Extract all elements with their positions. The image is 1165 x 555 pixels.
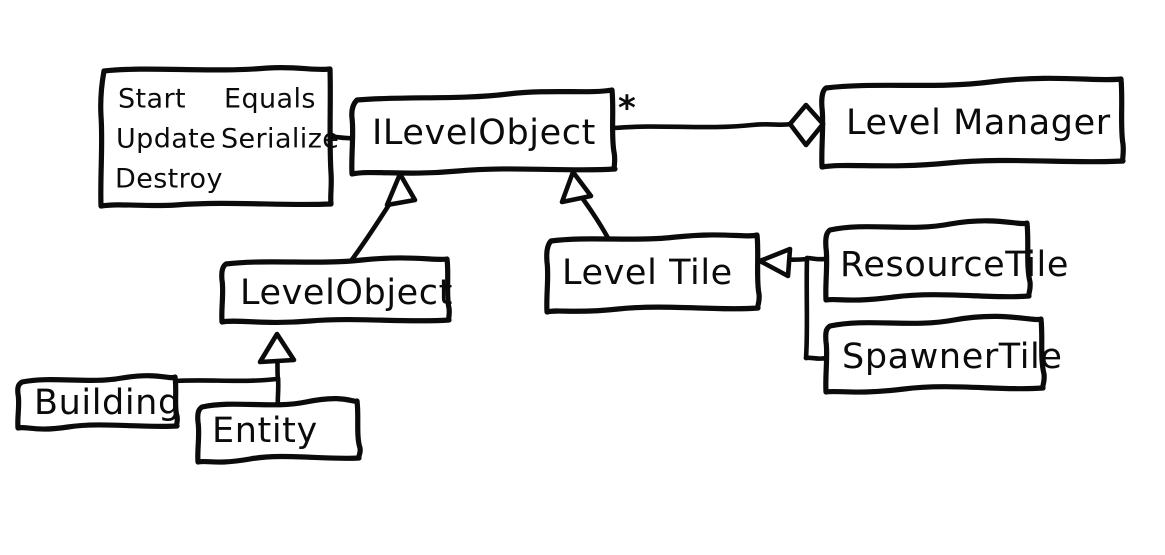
connector-ilevelobject-to-levelmanager [611, 121, 793, 131]
ilevelobject-label: ILevelObject [372, 113, 596, 153]
building-box-outline [15, 373, 180, 432]
levelobject-box-outline [219, 255, 452, 326]
entity-box-outline [195, 396, 363, 465]
connector-levelobject-to-ilevelobject [345, 197, 395, 268]
levelmanager-box-fill [822, 78, 1123, 166]
levelmanager-label: Level Manager [846, 103, 1111, 143]
class-box-ilevelobject[interactable]: ILevelObject * [349, 87, 636, 177]
leveltile-box-outline [544, 232, 762, 315]
connector-spawnertile-to-riser [803, 355, 829, 362]
levelmanager-box-outline [819, 75, 1126, 170]
spawnertile-box-fill [826, 318, 1043, 392]
entity-label: Entity [212, 411, 318, 451]
building-box-fill [18, 376, 176, 428]
note-box-ilevelobject-members: Start Equals Update Serialize Destroy [98, 64, 339, 209]
note-line-2-right: Serialize [221, 124, 339, 155]
levelobject-label: LevelObject [240, 273, 453, 313]
resourcetile-box-fill [826, 222, 1030, 300]
building-label: Building [34, 383, 181, 423]
inheritance-triangle-levelobject-icon [257, 331, 297, 365]
entity-box-fill [198, 400, 359, 462]
levelobject-box-fill [222, 258, 449, 322]
resourcetile-label: ResourceTile [840, 245, 1069, 285]
class-box-resourcetile[interactable]: ResourceTile [823, 218, 1069, 303]
markers-layer [257, 102, 826, 365]
ilevelobject-box-fill [352, 90, 615, 174]
inheritance-triangle-leveltile-icon [757, 246, 793, 279]
note-line-1-right: Equals [224, 84, 316, 115]
class-box-leveltile[interactable]: Level Tile [544, 232, 762, 315]
note-box-outline [98, 64, 334, 209]
aggregation-diamond-icon [787, 102, 826, 148]
connector-building-to-riser [173, 376, 280, 384]
connector-tiles-join-riser [803, 255, 810, 361]
ilevelobject-box-outline [349, 87, 618, 177]
note-line-1-left: Start [118, 84, 186, 115]
class-box-levelobject[interactable]: LevelObject [219, 255, 453, 326]
resourcetile-box-outline [823, 218, 1033, 303]
class-box-spawnertile[interactable]: SpawnerTile [823, 313, 1063, 395]
spawnertile-box-outline [823, 313, 1047, 395]
realization-triangle-levelobject-icon [384, 171, 418, 208]
spawnertile-label: SpawnerTile [842, 337, 1063, 377]
class-box-building[interactable]: Building [15, 373, 181, 432]
class-box-entity[interactable]: Entity [195, 396, 363, 465]
multiplicity-star: * [618, 89, 636, 129]
note-line-2-left: Update [116, 124, 216, 155]
note-box-fill [100, 68, 331, 206]
class-box-levelmanager[interactable]: Level Manager [819, 75, 1126, 170]
realization-triangle-leveltile-icon [559, 169, 594, 205]
note-line-3-left: Destroy [115, 164, 223, 195]
leveltile-box-fill [547, 234, 758, 312]
connector-resourcetile-to-riser [804, 255, 827, 262]
leveltile-label: Level Tile [562, 253, 733, 293]
